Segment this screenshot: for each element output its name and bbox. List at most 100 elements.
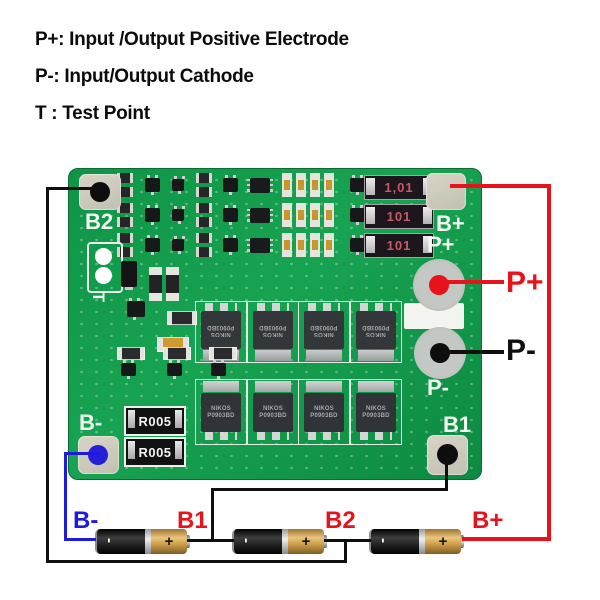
wire-b2-tap xyxy=(344,540,347,563)
resistor-101: 101 xyxy=(364,204,434,229)
transistor-small xyxy=(171,176,185,194)
battery-minus-mark: - xyxy=(238,538,255,543)
silkscreen-b-minus: B- xyxy=(79,410,103,435)
mosfet-brand: NIKOS xyxy=(210,405,231,412)
mosfet-brand: NIKOS xyxy=(262,331,283,337)
silkscreen-b1: B1 xyxy=(443,412,472,437)
resistor xyxy=(117,347,145,360)
mosfet-brand: NIKOS xyxy=(210,331,231,337)
silkscreen-b2: B2 xyxy=(85,209,114,234)
resistor-array xyxy=(282,233,339,257)
transistor xyxy=(127,298,145,320)
battery-cell-3: - + xyxy=(369,529,464,554)
mosfet-part: P0903BD xyxy=(259,412,287,419)
mosfet-brand: NIKOS xyxy=(262,405,283,412)
legend-line-p-plus: P+: Input /Output Positive Electrode xyxy=(35,29,349,50)
legend-line-p-minus: P-: Input/Output Cathode xyxy=(35,66,254,87)
battery-positive-end: + xyxy=(151,529,187,554)
wire-b-minus-vertical xyxy=(64,452,67,541)
p-plus-solder-joint xyxy=(429,275,449,295)
shunt-resistor: R005 xyxy=(124,406,186,436)
mosfet-part: P0903BD xyxy=(259,324,287,330)
p-minus-callout-label: P- xyxy=(506,334,536,367)
battery-label-b-minus: B- xyxy=(73,507,99,534)
ic-chip xyxy=(247,177,274,193)
resistor-array xyxy=(282,203,339,227)
resistor-101: 1,01 xyxy=(364,175,434,200)
test-point-1 xyxy=(95,248,112,265)
mosfet-part: P0903BD xyxy=(362,324,390,330)
wire-b1-from-pad xyxy=(445,456,448,491)
battery-negative-end: - xyxy=(232,529,285,554)
resistor xyxy=(167,311,197,325)
battery-positive-tip xyxy=(461,535,464,548)
resistor-pair xyxy=(195,173,212,197)
ic-chip xyxy=(247,237,274,253)
wire-b2-vertical xyxy=(46,187,49,563)
b-plus-solder-pad xyxy=(426,173,466,210)
ic-chip xyxy=(247,207,274,223)
wire-b-plus-to-battery xyxy=(462,537,551,541)
p-plus-callout-line xyxy=(438,280,504,284)
resistor-pair xyxy=(195,203,212,227)
transistor xyxy=(144,235,160,255)
transistor xyxy=(223,235,239,255)
mosfet-part: P0903BD xyxy=(207,412,235,419)
mosfet-brand: NIKOS xyxy=(313,405,334,412)
resistor-array xyxy=(282,173,339,197)
resistor-pair-vertical xyxy=(149,267,179,301)
battery-cell-2: - + xyxy=(232,529,327,554)
transistor xyxy=(144,205,160,225)
b1-solder-joint xyxy=(437,444,458,465)
battery-positive-end: + xyxy=(288,529,324,554)
smd-circuit-row-2 xyxy=(117,201,365,229)
battery-label-b1: B1 xyxy=(177,507,208,534)
mosfet-brand: NIKOS xyxy=(365,331,386,337)
mosfet-part: P0903BD xyxy=(310,412,338,419)
mosfet-part: P0903BD xyxy=(207,324,235,330)
battery-plus-mark: + xyxy=(438,533,448,550)
wire-b1-drop xyxy=(211,488,214,542)
p-plus-pad xyxy=(413,259,465,311)
silkscreen-t: T xyxy=(89,291,109,303)
transistor-small xyxy=(171,206,185,224)
silkscreen-p-plus: P+ xyxy=(427,232,455,257)
b-minus-solder-pad xyxy=(78,436,119,474)
battery-ring xyxy=(419,529,426,554)
battery-plus-mark: + xyxy=(301,533,311,550)
transistor xyxy=(121,261,137,290)
shunt-resistor: R005 xyxy=(124,437,186,467)
resistor-pair xyxy=(195,233,212,257)
battery-plus-mark: + xyxy=(164,533,174,550)
wire-battery1-battery2-link xyxy=(187,539,234,542)
mosfet-part: P0903BD xyxy=(362,412,390,419)
transistor xyxy=(167,360,182,379)
resistor-101: 101 xyxy=(364,233,434,258)
transistor xyxy=(144,175,160,195)
wire-b-minus-to-battery xyxy=(64,538,96,541)
resistor-pair xyxy=(117,203,133,227)
resistor xyxy=(209,347,237,360)
resistor-pair xyxy=(117,173,133,197)
resistor xyxy=(163,347,191,360)
wire-b-minus-horizontal xyxy=(64,452,100,455)
wire-battery2-battery3-link xyxy=(324,539,371,542)
transistor xyxy=(223,175,239,195)
battery-label-b-plus: B+ xyxy=(472,507,504,534)
battery-positive-end: + xyxy=(425,529,461,554)
shunt-resistor-value: R005 xyxy=(138,413,172,429)
transistor xyxy=(223,205,239,225)
transistor xyxy=(349,175,365,195)
